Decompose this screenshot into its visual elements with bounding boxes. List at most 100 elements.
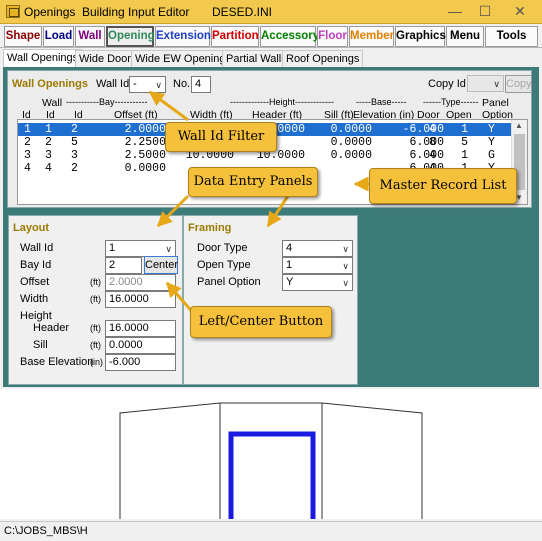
minimize-button[interactable]: — — [448, 3, 462, 19]
wall-id-filter-label: Wall Id — [96, 78, 130, 90]
extension-button[interactable]: Extension — [155, 26, 211, 47]
width-unit: (ft) — [90, 294, 101, 304]
title-editor-name: Building Input Editor — [82, 5, 190, 19]
member-button[interactable]: Member — [349, 26, 394, 47]
app-icon[interactable] — [6, 5, 20, 18]
graphics-button[interactable]: Graphics — [395, 26, 446, 47]
base-elevation-field[interactable]: -6.000 — [105, 354, 176, 371]
accessory-button[interactable]: Accessory — [260, 26, 319, 47]
close-button[interactable]: ✕ — [514, 3, 526, 19]
table-cell-bay: 2 — [71, 123, 78, 136]
table-cell-id: 2 — [24, 136, 31, 149]
layout-panel: Layout Wall Id 1 ∨ Bay Id 2 Center Offse… — [8, 215, 183, 385]
callout-wall-id-filter: Wall Id Filter — [165, 122, 277, 152]
table-cell-offset: 2.2500 — [124, 136, 166, 149]
header-wall-line1: Wall — [42, 97, 63, 109]
table-cell-bay: 3 — [71, 149, 78, 162]
header-group-type: ------Type------ — [423, 97, 479, 107]
panel-option-value: Y — [286, 276, 294, 288]
chevron-down-icon: ∨ — [342, 278, 349, 288]
wall-openings-title: Wall Openings — [12, 78, 88, 90]
door-opening-outline — [228, 431, 316, 519]
menu-button[interactable]: Menu — [446, 26, 484, 47]
record-no-field[interactable]: 4 — [191, 76, 211, 93]
scrollbar-thumb[interactable] — [514, 134, 525, 190]
sill-unit: (ft) — [90, 340, 101, 350]
left-center-button[interactable]: Center — [144, 256, 178, 274]
door-type-select[interactable]: 4 ∨ — [282, 240, 353, 257]
table-cell-panel: Y — [488, 136, 495, 149]
table-cell-offset: 2.5000 — [124, 149, 166, 162]
opening-button[interactable]: Opening — [106, 26, 155, 47]
table-cell-offset: 0.0000 — [124, 162, 166, 175]
bay-id-field[interactable]: 2 — [105, 257, 142, 274]
sill-height-field[interactable]: 0.0000 — [105, 337, 176, 354]
header-bay-id: Id — [74, 109, 83, 121]
offset-unit: (ft) — [90, 277, 101, 287]
status-bar: C:\JOBS_MBS\H — [0, 521, 542, 541]
offset-label: Offset — [20, 276, 50, 288]
copy-id-select[interactable]: ∨ — [467, 75, 504, 92]
header-panel-line1: Panel — [482, 97, 509, 109]
open-type-select[interactable]: 1 ∨ — [282, 257, 353, 274]
chevron-down-icon: ∨ — [165, 244, 172, 254]
height-label: Height — [20, 310, 52, 322]
tab-wide-doors[interactable]: Wide Doors — [75, 50, 141, 67]
wall-id-filter-value: - — [133, 78, 137, 90]
layout-wall-id-label: Wall Id — [20, 242, 54, 254]
tab-wall-openings[interactable]: Wall Openings — [3, 49, 83, 67]
partition-button[interactable]: Partition — [211, 26, 259, 47]
table-cell-sill: 0.0000 — [330, 149, 372, 162]
table-cell-wall: 3 — [45, 149, 52, 162]
header-id: Id — [22, 109, 31, 121]
table-cell-door: 8 — [429, 136, 436, 149]
header-group-base: -----Base----- — [356, 97, 407, 107]
sill-label: Sill — [33, 339, 48, 351]
module-toolbar: Shape Load Wall Opening Extension Partit… — [0, 24, 542, 48]
table-cell-panel: Y — [488, 123, 495, 136]
offset-field[interactable]: 2.0000 — [105, 274, 176, 291]
tools-button[interactable]: Tools — [485, 26, 538, 47]
header-height-field[interactable]: 16.0000 — [105, 320, 176, 337]
shape-button[interactable]: Shape — [4, 26, 42, 47]
table-cell-id: 1 — [24, 123, 31, 136]
open-type-label: Open Type — [197, 259, 251, 271]
layout-wall-id-select[interactable]: 1 ∨ — [105, 240, 176, 257]
header-header: Header (ft) — [252, 109, 303, 121]
framing-title: Framing — [188, 222, 232, 234]
table-cell-offset: 2.0000 — [124, 123, 166, 136]
tab-partial-walls[interactable]: Partial Walls — [222, 50, 291, 67]
callout-data-entry-panels: Data Entry Panels — [188, 167, 318, 197]
header-group-bay: -----------Bay----------- — [66, 97, 148, 107]
width-field[interactable]: 16.0000 — [105, 291, 176, 308]
panel-option-select[interactable]: Y ∨ — [282, 274, 353, 291]
copy-button[interactable]: Copy — [505, 75, 532, 93]
table-cell-elev: -6.000 — [402, 123, 444, 136]
layout-title: Layout — [13, 222, 50, 234]
load-button[interactable]: Load — [43, 26, 74, 47]
header-label: Header — [33, 322, 70, 334]
wall-outline — [119, 402, 423, 519]
tab-roof-openings[interactable]: Roof Openings — [282, 50, 364, 67]
framing-panel: Framing Door Type 4 ∨ Open Type 1 ∨ Pane… — [183, 215, 358, 385]
table-cell-elev: 6.000 — [409, 149, 444, 162]
panel-option-label: Panel Option — [197, 276, 261, 288]
wall-id-filter-select[interactable]: - ∨ — [129, 76, 166, 93]
scroll-down-icon[interactable]: ▼ — [515, 193, 523, 202]
maximize-button[interactable]: ☐ — [478, 3, 492, 19]
table-cell-id: 4 — [24, 162, 31, 175]
table-cell-panel: G — [488, 149, 495, 162]
header-wall-id: Id — [46, 109, 55, 121]
wall-elevation-preview — [0, 389, 542, 519]
record-no-label: No. — [173, 78, 191, 90]
table-cell-id: 3 — [24, 149, 31, 162]
wall-button[interactable]: Wall — [75, 26, 105, 47]
door-type-label: Door Type — [197, 242, 248, 254]
tab-wide-ew-openings[interactable]: Wide EW Openings — [131, 50, 235, 67]
header-group-height: -------------Height------------- — [230, 97, 334, 107]
floor-button[interactable]: Floor — [317, 26, 348, 47]
scroll-up-icon[interactable]: ▲ — [515, 121, 523, 130]
header-panel-line2: Option — [482, 109, 513, 121]
